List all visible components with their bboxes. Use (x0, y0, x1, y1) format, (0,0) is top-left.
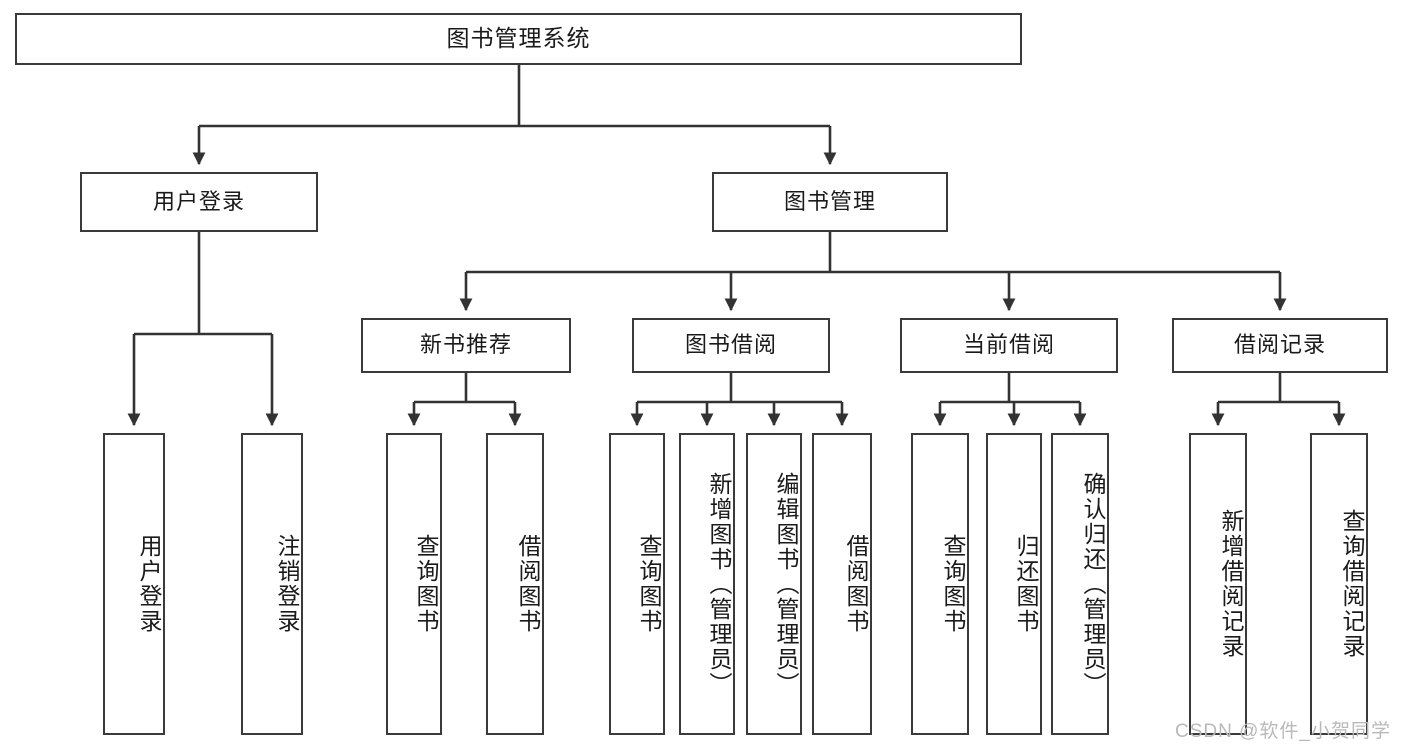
node-leaf-logout[interactable]: 注销登录 (241, 433, 303, 735)
node-label: 新增借阅记录 (1218, 509, 1244, 659)
csdn-watermark: CSDN @软件_小贺同学 (1175, 721, 1391, 742)
node-leaf-borrow-book[interactable]: 借阅图书 (812, 433, 872, 735)
node-label: 借阅图书 (843, 534, 869, 634)
node-label: 用户登录 (136, 534, 162, 634)
node-label: 图书借阅 (684, 332, 777, 358)
node-borrow-record[interactable]: 借阅记录 (1172, 318, 1388, 373)
node-label: 查询图书 (940, 534, 966, 634)
node-label: 查询图书 (413, 534, 439, 634)
node-label: 图书管理 (783, 188, 876, 214)
node-new-book-recommend[interactable]: 新书推荐 (361, 318, 571, 373)
node-root-system[interactable]: 图书管理系统 (15, 13, 1022, 65)
node-current-borrow[interactable]: 当前借阅 (900, 318, 1118, 373)
node-leaf-edit-book-admin[interactable]: 编辑图书（管理员） (746, 433, 802, 735)
node-leaf-user-login[interactable]: 用户登录 (103, 433, 165, 735)
node-label: 当前借阅 (962, 332, 1055, 358)
node-leaf-query-borrow-record[interactable]: 查询借阅记录 (1310, 433, 1368, 735)
node-book-management[interactable]: 图书管理 (712, 172, 948, 232)
node-book-borrow[interactable]: 图书借阅 (632, 318, 830, 373)
node-label: 注销登录 (274, 534, 300, 634)
node-leaf-confirm-return-admin[interactable]: 确认归还（管理员） (1051, 433, 1109, 735)
node-leaf-query-book-recommend[interactable]: 查询图书 (386, 433, 442, 735)
node-label: 用户登录 (152, 188, 245, 214)
node-label: 确认归还（管理员） (1080, 471, 1106, 697)
node-label: 查询图书 (636, 534, 662, 634)
node-label: 新书推荐 (419, 332, 512, 358)
node-leaf-add-book-admin[interactable]: 新增图书（管理员） (679, 433, 735, 735)
node-label: 新增图书（管理员） (706, 471, 732, 697)
node-label: 归还图书 (1013, 534, 1039, 634)
node-label: 借阅图书 (515, 534, 541, 634)
node-label: 图书管理系统 (446, 25, 591, 52)
node-user-login[interactable]: 用户登录 (80, 172, 318, 232)
node-leaf-borrow-book-recommend[interactable]: 借阅图书 (486, 433, 544, 735)
node-label: 编辑图书（管理员） (773, 471, 799, 697)
node-label: 查询借阅记录 (1339, 509, 1365, 659)
node-leaf-query-book-current[interactable]: 查询图书 (911, 433, 969, 735)
node-leaf-query-book-borrow[interactable]: 查询图书 (609, 433, 665, 735)
node-leaf-add-borrow-record[interactable]: 新增借阅记录 (1189, 433, 1247, 735)
node-leaf-return-book[interactable]: 归还图书 (986, 433, 1042, 735)
node-label: 借阅记录 (1233, 332, 1326, 358)
